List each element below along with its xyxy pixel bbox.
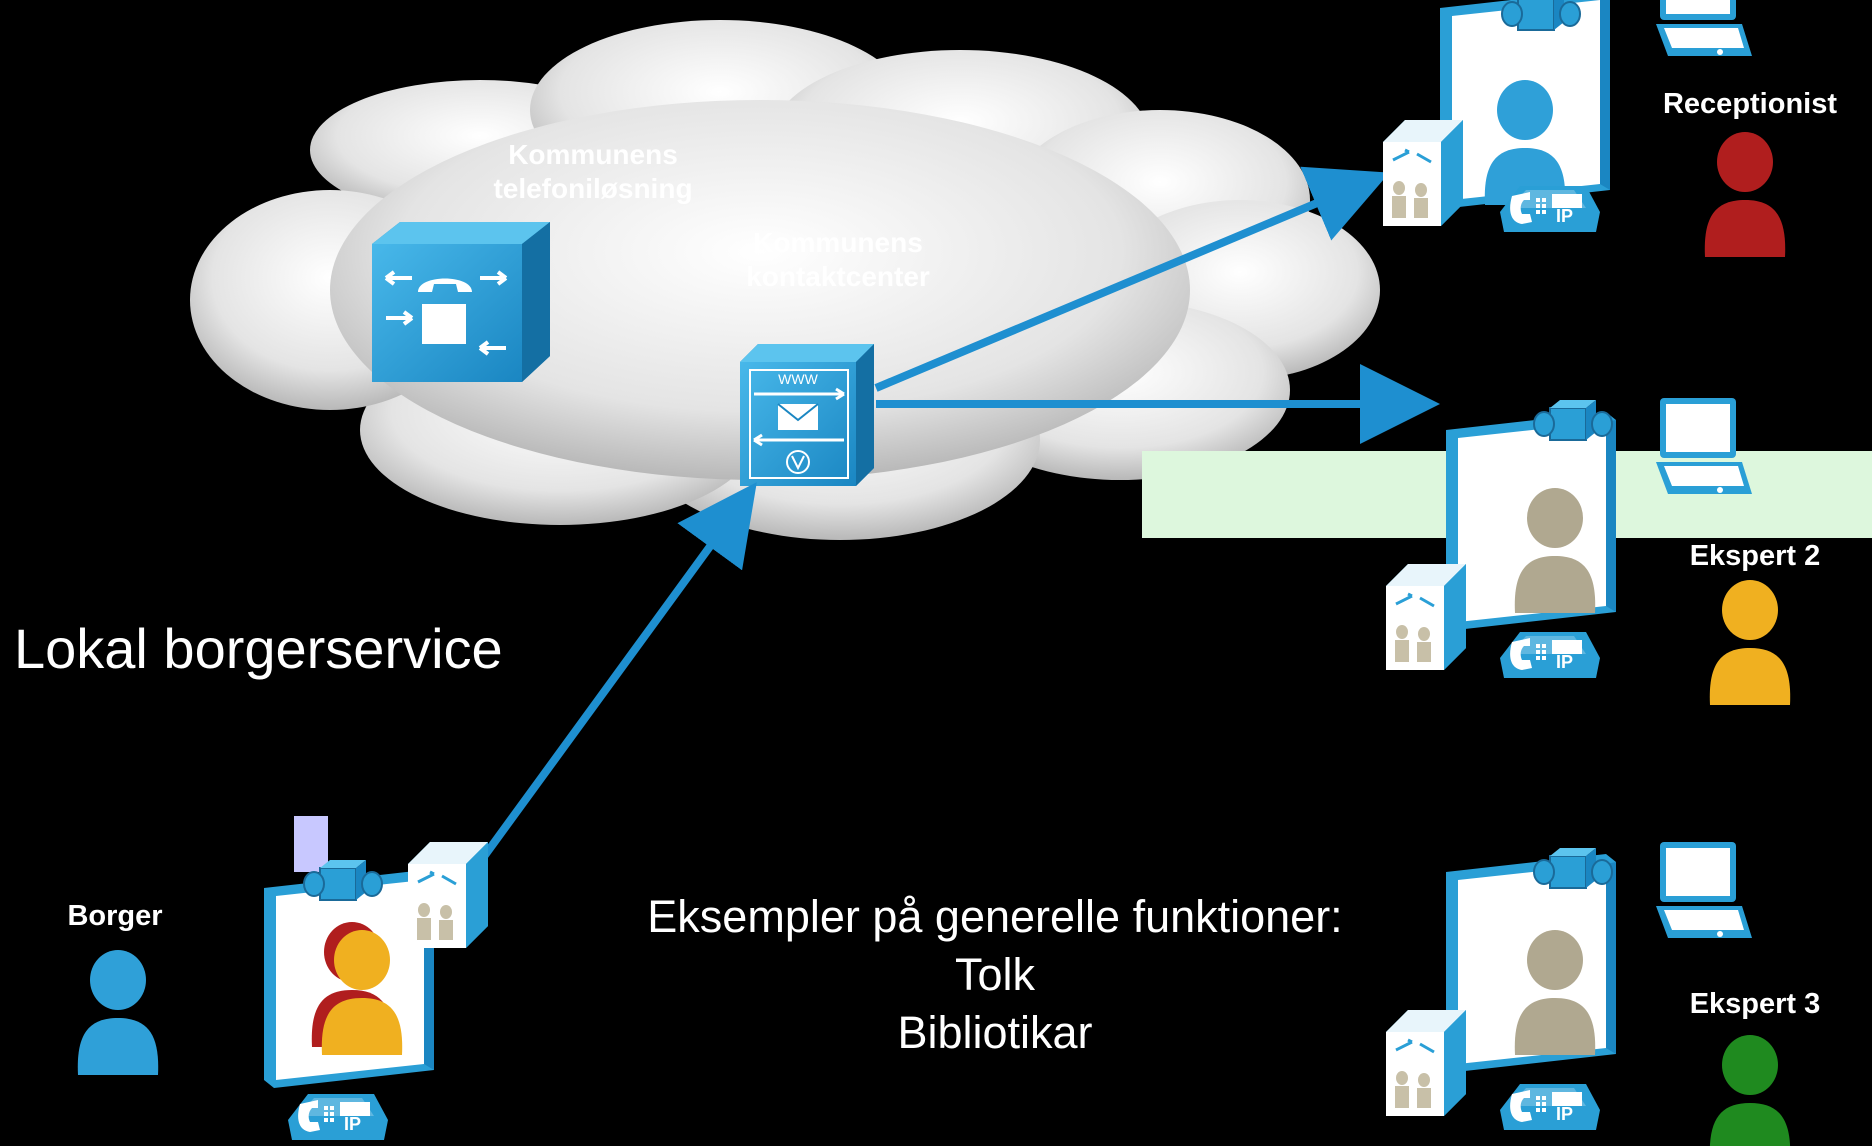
ip-phone-icon: IP	[1500, 186, 1600, 232]
expert3-station: IP	[1384, 842, 1791, 1146]
www-label: WWW	[778, 371, 818, 387]
contact-center-label-line1: Kommunens	[753, 227, 923, 258]
contact-center-label-line2: kontaktcenter	[746, 261, 930, 292]
ip-label: IP	[1556, 652, 1573, 672]
ip-phone-icon: IP	[1500, 1084, 1600, 1130]
laptop-icon	[1656, 842, 1752, 938]
expert2-person-icon	[1709, 580, 1791, 705]
citizen-label: Borger	[67, 900, 163, 932]
telephony-label-line1: Kommunens	[508, 139, 678, 170]
examples-line1: Eksempler på generelle funktioner:	[647, 891, 1343, 942]
connection-arrows	[476, 166, 1440, 865]
codec-icon	[406, 840, 490, 950]
contact-center-label: Kommunens kontaktcenter	[720, 226, 956, 294]
receptionist-person-icon	[1704, 132, 1786, 257]
citizen-station: IP	[77, 816, 490, 1140]
telephony-label: Kommunens telefoniløsning	[480, 138, 706, 206]
citizen-person-icon	[77, 950, 159, 1075]
codec-icon	[1384, 1008, 1468, 1118]
telephony-label-line2: telefoniløsning	[493, 173, 693, 204]
arrow-to-receptionist	[874, 166, 1390, 392]
codec-icon	[1384, 562, 1468, 672]
arrow-to-contact-center	[476, 482, 757, 865]
ip-label: IP	[1556, 206, 1573, 226]
ip-label: IP	[344, 1114, 361, 1134]
receptionist-label: Receptionist	[1662, 88, 1838, 120]
laptop-icon	[1656, 0, 1752, 56]
examples-line3: Bibliotikar	[897, 1007, 1093, 1058]
expert3-person-icon	[1709, 1035, 1791, 1146]
examples-text: Eksempler på generelle funktioner: Tolk …	[610, 888, 1380, 1062]
expert2-label: Ekspert 2	[1689, 540, 1821, 572]
ip-label: IP	[1556, 1104, 1573, 1124]
laptop-icon	[1656, 398, 1752, 494]
receptionist-station: IP	[1381, 0, 1786, 257]
contact-center-icon: WWW	[740, 344, 874, 486]
expert2-station: IP	[1384, 398, 1791, 705]
local-service-title: Lokal borgerservice	[14, 617, 503, 680]
expert3-label: Ekspert 3	[1689, 988, 1821, 1020]
call-manager-icon	[372, 222, 550, 382]
ip-phone-icon: IP	[1500, 632, 1600, 678]
ip-phone-icon: IP	[288, 1094, 388, 1140]
examples-line2: Tolk	[954, 949, 1036, 1000]
codec-icon	[1381, 118, 1465, 228]
